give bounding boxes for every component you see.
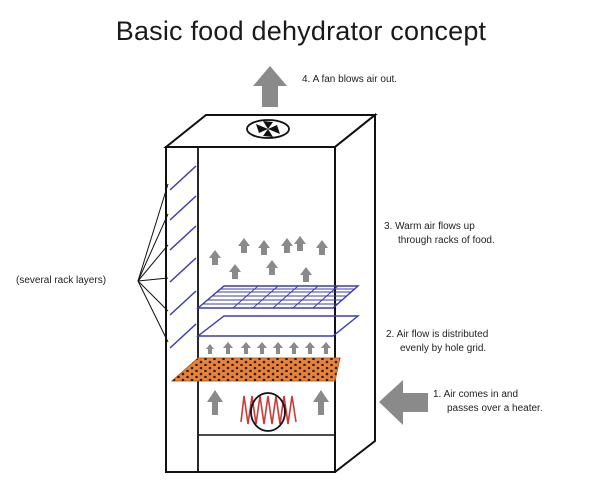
diagram-title: Basic food dehydrator concept xyxy=(115,16,487,46)
hole-grid xyxy=(170,357,341,382)
cabinet xyxy=(163,112,378,473)
air-in-left-arrow-icon xyxy=(379,380,428,425)
step4-line1: 4. A fan blows air out. xyxy=(302,74,398,85)
wire-rack-upper xyxy=(196,285,360,309)
step4-label: 4. A fan blows air out. xyxy=(302,73,397,87)
heater-coil-icon xyxy=(240,392,297,432)
up-arrow-icon xyxy=(313,390,329,415)
wire-rack-lower xyxy=(195,315,360,337)
up-arrow-icon xyxy=(207,390,223,415)
exhaust-up-arrow-icon xyxy=(253,66,287,107)
step2-label: 2. Air flow is distributed evenly by hol… xyxy=(386,328,488,356)
rack-layers-label: (several rack layers) xyxy=(16,274,106,288)
distributed-air-arrows xyxy=(206,342,331,354)
cabinet-front xyxy=(165,146,336,473)
step2-line1: 2. Air flow is distributed xyxy=(386,329,489,340)
rack-layers-line1: (several rack layers) xyxy=(16,275,107,286)
step2-line2: evenly by hole grid. xyxy=(400,343,487,354)
cabinet-right-side xyxy=(334,112,376,473)
rack-pointer-lines xyxy=(137,183,169,343)
warm-air-arrows xyxy=(209,236,328,282)
step3-line1: 3. Warm air flows up xyxy=(384,221,475,232)
intake-up-arrows xyxy=(207,390,329,415)
step1-line1: 1. Air comes in and xyxy=(433,389,519,400)
step3-line2: through racks of food. xyxy=(398,235,495,246)
fan-icon xyxy=(246,119,290,139)
step1-line2: passes over a heater. xyxy=(447,403,543,414)
step1-label: 1. Air comes in and passes over a heater… xyxy=(433,388,543,416)
step3-label: 3. Warm air flows up through racks of fo… xyxy=(384,220,495,248)
side-rack-lines xyxy=(169,165,197,349)
